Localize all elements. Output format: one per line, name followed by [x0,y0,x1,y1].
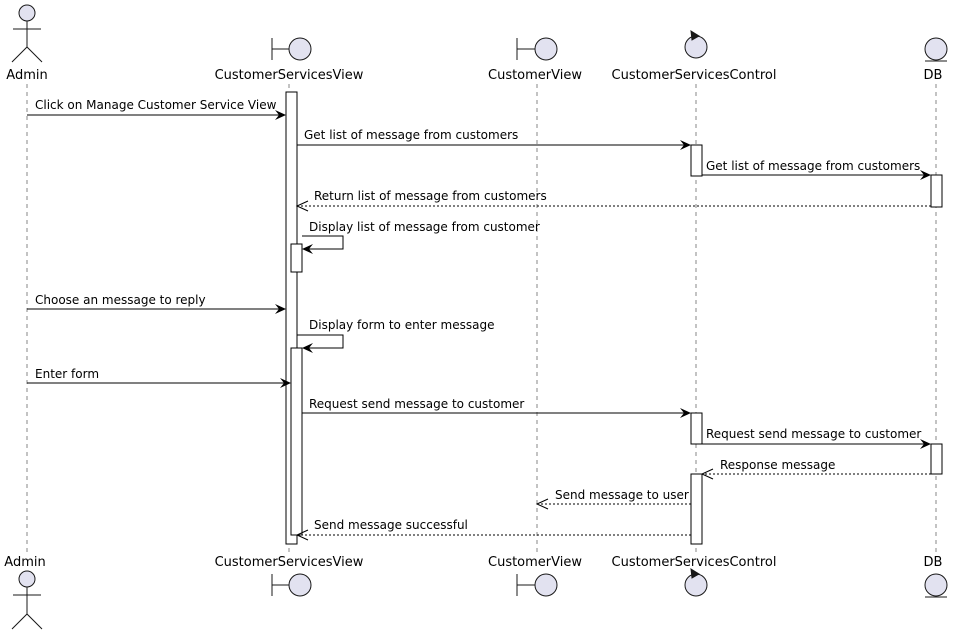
participant-label: Admin [4,555,45,570]
participant-label: CustomerServicesView [215,68,364,83]
participant-cscontrol-bottom: CustomerServicesControl [612,555,777,597]
participant-label: CustomerServicesControl [612,68,777,83]
message-6: Choose an message to reply [27,293,286,314]
activation-bar-cscontrol-response [690,473,703,545]
message-label: Enter form [35,367,99,381]
message-8: Enter form [27,367,291,388]
message-1: Click on Manage Customer Service View [27,98,286,120]
message-label: Send message successful [314,518,468,532]
message-label: Return list of message from customers [314,189,547,203]
message-label: Send message to user [555,488,689,502]
participant-csview-top: CustomerServicesView [215,37,364,83]
participant-csview-bottom: CustomerServicesView [215,555,364,597]
boundary-icon [271,573,312,597]
control-icon [684,568,708,597]
activation-bar-csview-main [285,91,298,545]
participant-cview-top: CustomerView [488,37,582,83]
message-label: Get list of message from customers [706,159,920,173]
participant-admin-top: Admin [6,4,48,83]
activation-bar-cscontrol-get [690,144,703,177]
message-11: Response message [700,458,931,480]
actor-icon [11,570,43,630]
participant-label: DB [924,555,943,570]
message-13: Send message successful [295,518,691,541]
participant-label: CustomerServicesView [215,555,364,570]
participant-cview-bottom: CustomerView [488,555,582,597]
activation-bar-cscontrol-request [690,412,703,445]
activation-bar-db-request [930,443,943,475]
participant-label: CustomerView [488,68,582,83]
message-4: Return list of message from customers [295,189,931,212]
message-3: Get list of message from customers [702,159,931,180]
message-label: Click on Manage Customer Service View [35,98,277,112]
message-label: Choose an message to reply [35,293,206,307]
message-label: Display form to enter message [309,318,494,332]
boundary-icon [271,37,312,61]
activation-bar-csview-display-list [290,243,303,273]
participant-db-bottom: DB [924,555,948,598]
message-9: Request send message to customer [302,397,691,418]
participant-cscontrol-top: CustomerServicesControl [612,30,777,83]
activation-bar-db-get [930,174,943,208]
participant-db-top: DB [924,37,948,83]
participant-label: Admin [6,68,47,83]
message-label: Display list of message from customer [309,220,540,234]
message-12: Send message to user [535,488,691,510]
participant-admin-bottom: Admin [4,555,46,630]
message-10: Request send message to customer [702,427,931,449]
boundary-icon [516,573,558,597]
participant-label: CustomerView [488,555,582,570]
participant-label: DB [924,68,943,83]
participant-label: CustomerServicesControl [612,555,777,570]
message-label: Request send message to customer [309,397,524,411]
entity-icon [924,37,948,62]
message-label: Request send message to customer [706,427,921,441]
message-2: Get list of message from customers [297,128,691,150]
message-label: Response message [720,458,835,472]
actor-icon [11,4,43,63]
control-icon [684,30,708,59]
message-5: Display list of message from customer [302,220,540,254]
activation-bar-csview-form [290,347,303,536]
boundary-icon [516,37,558,61]
entity-icon [924,573,948,598]
message-label: Get list of message from customers [304,128,518,142]
message-7: Display form to enter message [297,318,494,353]
